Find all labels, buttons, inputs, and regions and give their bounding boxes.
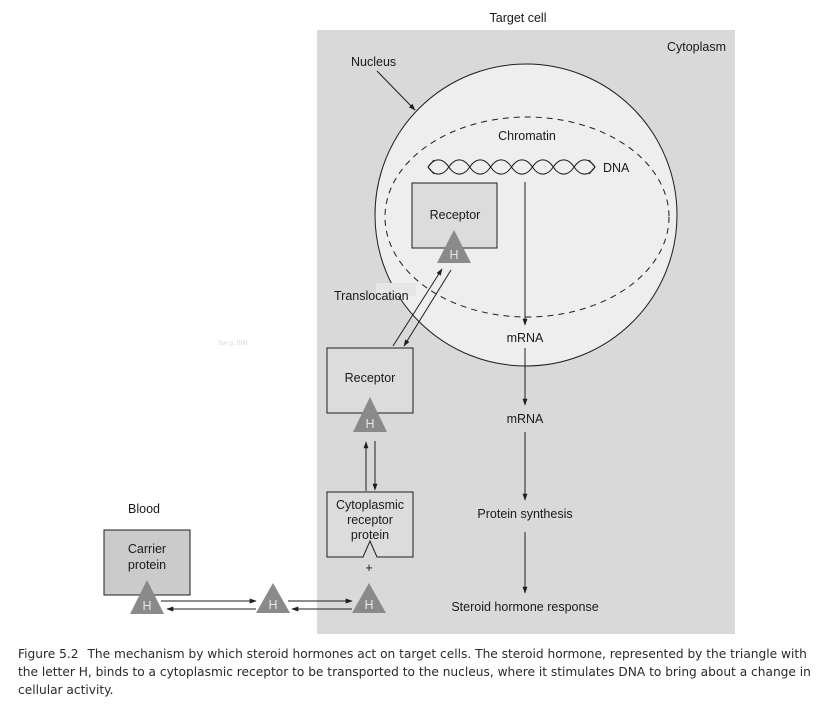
dna-label: DNA xyxy=(603,161,630,175)
dna-helix-end xyxy=(588,166,596,175)
target-cell-label: Target cell xyxy=(490,11,547,25)
nucleus-label: Nucleus xyxy=(351,55,396,69)
dna-helix-end xyxy=(427,166,435,175)
cytoplasm-label: Cytoplasm xyxy=(667,40,726,54)
carrier-protein-line1: Carrier xyxy=(128,542,166,556)
carrier-protein-line2: protein xyxy=(128,558,166,572)
protein-synthesis-label: Protein synthesis xyxy=(477,507,572,521)
translocation-out-arrow xyxy=(403,269,452,347)
translocation-in-arrow xyxy=(392,268,443,347)
hormone-label: H xyxy=(365,417,374,431)
nucleus-membrane xyxy=(374,63,678,367)
figure-number: Figure 5.2 xyxy=(18,647,79,661)
hormone-label: H xyxy=(364,598,373,612)
blood-label: Blood xyxy=(128,502,160,516)
translocation-label-gap xyxy=(376,283,416,296)
nuclear-receptor-label: Receptor xyxy=(430,208,481,222)
hormone-cytoplasm-bound: H xyxy=(353,397,387,432)
hormone-free-blood: H xyxy=(256,583,290,613)
hormone-triangle-icon xyxy=(130,580,164,614)
chromatin-label: Chromatin xyxy=(498,129,556,143)
dna-helix-end xyxy=(588,159,596,168)
cytoplasm-receptor-label: Receptor xyxy=(345,371,396,385)
dna-helix-end xyxy=(427,159,435,168)
chromatin-boundary xyxy=(384,116,670,318)
steroid-response-label: Steroid hormone response xyxy=(451,600,598,614)
translocation-label: Translocation xyxy=(334,289,409,303)
mrna-nucleus-label: mRNA xyxy=(507,331,544,345)
plus-sign: + xyxy=(365,561,372,575)
hormone-triangle-icon xyxy=(352,583,386,613)
hormone-triangle-icon xyxy=(353,397,387,432)
dna-helix xyxy=(427,159,596,175)
hormone-label: H xyxy=(268,598,277,612)
caption-text: The mechanism by which steroid hormones … xyxy=(18,647,811,697)
hormone-label: H xyxy=(142,599,151,613)
cytoplasmic-receptor-line1: Cytoplasmic xyxy=(336,498,404,512)
cytoplasmic-receptor-line2: receptor xyxy=(347,513,393,527)
cytoplasmic-receptor-box xyxy=(326,491,414,558)
cytoplasmic-receptor-line3: protein xyxy=(351,528,389,542)
mrna-cytoplasm-label: mRNA xyxy=(507,412,544,426)
steroid-hormone-diagram: Target cell Cytoplasm Nucleus Chromatin … xyxy=(103,11,735,634)
margin-note-bleedthrough: See p. 000 xyxy=(218,339,248,347)
nucleus-pointer-arrow xyxy=(376,70,416,111)
hormone-label: H xyxy=(449,248,458,262)
hormone-triangle-icon xyxy=(256,583,290,613)
hormone-carrier-bound: H xyxy=(130,580,164,614)
hormone-nuclear: H xyxy=(437,230,471,263)
hormone-triangle-icon xyxy=(437,230,471,263)
hormone-free-cytoplasm: H xyxy=(352,583,386,613)
